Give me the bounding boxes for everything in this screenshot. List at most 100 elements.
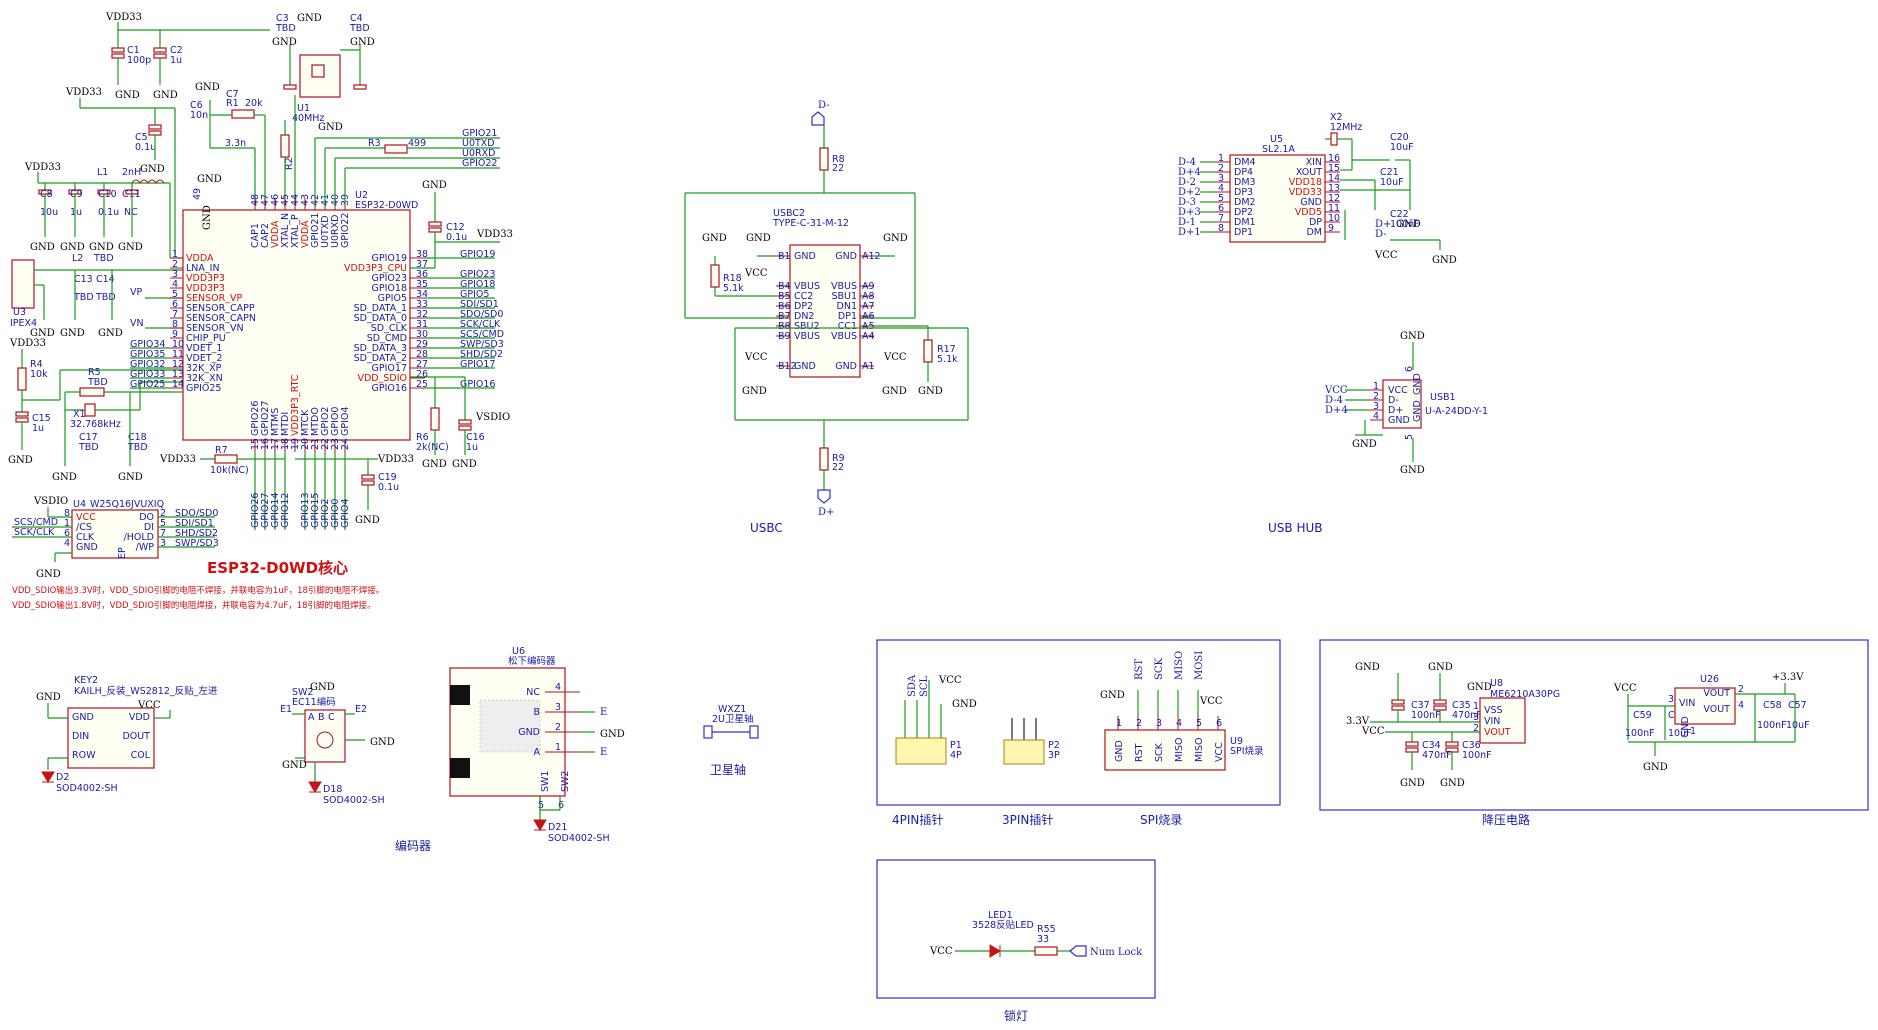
r4-ref: R4: [30, 359, 43, 370]
pin-name: VDD3P3_CPU: [344, 263, 407, 274]
pin-name: VDD33: [1289, 187, 1322, 198]
pin-number: 2: [1136, 718, 1142, 729]
net-label: SWP/SD3: [460, 339, 504, 350]
vcc-label: VCC: [929, 946, 953, 957]
gnd-label: GND: [36, 692, 61, 703]
gnd-label: GND: [8, 455, 33, 466]
gnd-label: GND: [350, 37, 375, 48]
pin-name: GND: [1300, 197, 1322, 208]
pin-name: VCC: [76, 512, 96, 523]
pin-number: 3: [1373, 401, 1379, 412]
pin-name: GPIO0: [330, 407, 341, 436]
spi-part: SPI烧录: [1230, 745, 1264, 757]
pin-number: 1: [1690, 726, 1696, 737]
net-label: SCS/CMD: [14, 517, 58, 528]
pin-name: DP1: [1234, 227, 1253, 238]
usbc-part: TYPE-C-31-M-12: [772, 218, 849, 229]
d2-value: SOD4002-SH: [56, 783, 118, 794]
net-label: RST: [1134, 659, 1145, 680]
pin-number: A4: [862, 331, 875, 342]
c11-ref: C11: [122, 189, 141, 200]
pin-number: 4: [1738, 700, 1744, 711]
pin-name: XTAL_P: [290, 214, 301, 248]
pin-name: DP: [1309, 217, 1322, 228]
r5-value: TBD: [87, 377, 108, 388]
p1-ref: P1: [950, 740, 962, 751]
esp32-note-2: VDD_SDIO输出1.8V时，VDD_SDIO引脚的电阻焊接，并联电容为4.7…: [12, 600, 376, 611]
c18-ref: C18: [128, 432, 147, 443]
pin-number: A5: [862, 321, 875, 332]
x2-value: 12MHz: [1330, 122, 1362, 133]
pin-number: 6: [64, 528, 70, 539]
r3-ref: R3: [368, 138, 381, 149]
pin-name: CLK: [76, 532, 95, 543]
pin-number: 2: [172, 259, 178, 270]
pin-name: VDET_1: [186, 343, 222, 354]
pin-number: 35: [416, 279, 428, 290]
gnd-label: GND: [370, 737, 395, 748]
pin-number: 25: [416, 379, 428, 390]
gnd-label: GND: [153, 90, 178, 101]
gnd-label: GND: [282, 760, 307, 771]
pin-name: GPIO22: [340, 213, 351, 248]
pin-name: GPIO2: [320, 407, 331, 436]
r17-value: 5.1k: [937, 354, 958, 365]
pin-number: B8: [778, 321, 791, 332]
pin-number: 4: [1218, 183, 1224, 194]
pin-name: GPIO17: [372, 363, 407, 374]
pin-name: GPIO23: [372, 273, 407, 284]
gnd-label: GND: [318, 122, 343, 133]
r55-ref: R55: [1037, 924, 1056, 935]
usb-hub-section-title: USB HUB: [1268, 521, 1323, 535]
gnd-label: GND: [702, 233, 727, 244]
gnd-label: GND: [742, 386, 767, 397]
c59-ref: C59: [1633, 710, 1652, 721]
spi-ref: U9: [1230, 736, 1243, 747]
pin-number: B12: [778, 361, 797, 372]
pin-name: CC2: [794, 291, 813, 302]
pin-name: VBUS: [831, 331, 857, 342]
pin-number: 6: [1404, 366, 1415, 372]
r18-ref: R18: [723, 273, 742, 284]
net-label: GPIO18: [460, 279, 495, 290]
pin-name: MTDO: [310, 407, 321, 436]
pin-name: VDDA: [300, 220, 311, 248]
pin-number: 1: [1116, 718, 1122, 729]
u8-ref: U8: [1490, 678, 1503, 689]
pin-name: GPIO4: [340, 407, 351, 436]
encoder-part: 松下编码器: [508, 655, 556, 667]
ec11-e1: E1: [280, 704, 292, 715]
gnd-label: GND: [1355, 662, 1380, 673]
pin-name: SENSOR_VP: [186, 293, 242, 304]
vdd33-label: VDD33: [105, 12, 142, 23]
gnd-label: GND: [297, 13, 322, 24]
u2-part: ESP32-D0WD: [355, 200, 418, 211]
c17-value: TBD: [78, 442, 99, 453]
pin-number: 28: [416, 349, 428, 360]
r1-ref: R1: [226, 98, 239, 109]
pin-name: VDD3P3: [186, 283, 225, 294]
pin-number: 5: [1196, 718, 1202, 729]
pin-number: B5: [778, 291, 791, 302]
pin-name: VCC: [1388, 385, 1408, 396]
ec11-c: C: [328, 712, 335, 723]
pin-number: 2: [1738, 684, 1744, 695]
flash-chip: [71, 509, 159, 559]
net-label: GPIO26: [250, 493, 261, 528]
p1-net-sda: SDA: [907, 674, 918, 697]
port-label: D+3: [1178, 207, 1201, 218]
net-label: SHD/SD2: [460, 349, 503, 360]
c5-value: 0.1u: [135, 142, 156, 153]
pin-number: A1: [862, 361, 875, 372]
pin-number: 4: [64, 538, 70, 549]
u1-ref: U1: [297, 103, 310, 114]
usb-a-part: U-A-24DD-Y-1: [1425, 406, 1488, 417]
spi-connector: [1104, 729, 1226, 771]
pin-number: 3: [160, 538, 166, 549]
gnd-label: GND: [952, 699, 977, 710]
key-part: KAILH_反装_WS2812_反贴_左进: [74, 685, 218, 697]
